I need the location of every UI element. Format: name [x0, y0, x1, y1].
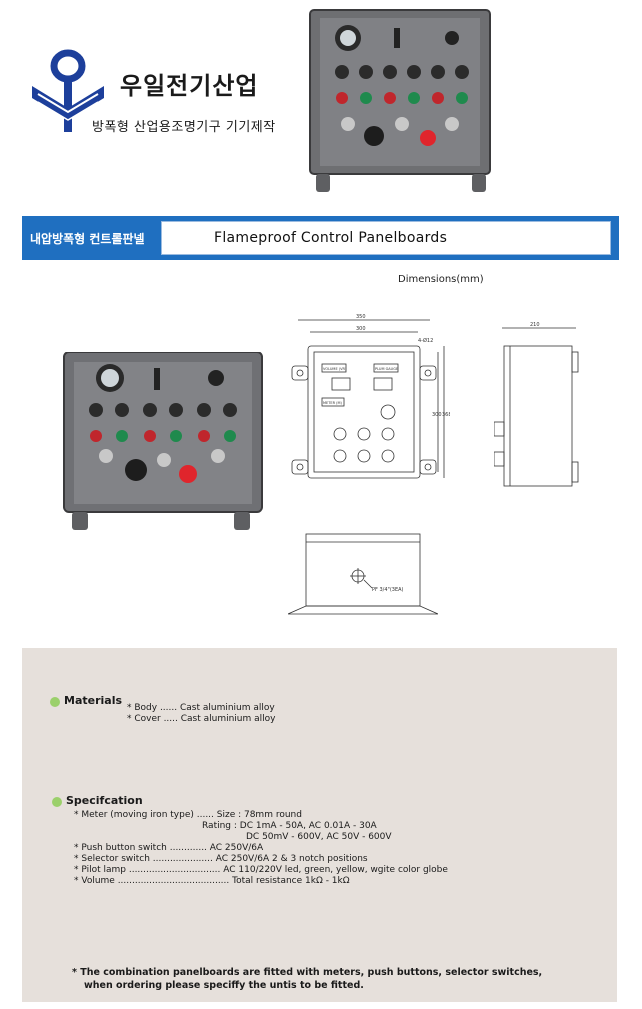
spec-line: Rating : DC 1mA - 50A, AC 0.01A - 30A: [202, 821, 377, 831]
dimensions-label: Dimensions(mm): [398, 274, 484, 285]
materials-bullet-icon: [50, 697, 60, 707]
spec-line: * Meter (moving iron type) ...... Size :…: [74, 810, 302, 820]
dim-height-inner: 300: [432, 412, 442, 418]
spec-line: * Pilot lamp ...........................…: [74, 865, 448, 875]
ordering-note: when ordering please speciffy the untis …: [84, 980, 364, 991]
specification-bullet-icon: [52, 797, 62, 807]
spec-line: * Selector switch ..................... …: [74, 854, 368, 864]
spec-line: DC 50mV - 600V, AC 50V - 600V: [246, 832, 392, 842]
front-dimension-drawing: 350 300 4-Ø12 300 368 VOLUME (VR) PLUM G…: [291, 314, 450, 479]
drawing-label-meter: METER (M): [323, 401, 343, 405]
dim-width-inner: 300: [356, 326, 366, 332]
title-korean: 내압방폭형 컨트롤판넬: [30, 232, 145, 246]
drawing-label-plum: PLUM GAUGE: [375, 367, 398, 371]
ordering-note: * The combination panelboards are fitted…: [72, 967, 543, 978]
materials-line: * Body ...... Cast aluminium alloy: [127, 703, 275, 713]
cable-entry-spec: PF 3/4"(3EA): [372, 587, 404, 593]
company-logo-icon: [32, 49, 104, 132]
side-dimension-drawing: 210: [494, 322, 579, 487]
dim-hole-spec: 4-Ø12: [418, 337, 433, 344]
spec-line: * Push button switch ............. AC 25…: [74, 843, 264, 853]
panelboard-photo-top: [302, 6, 498, 194]
specification-heading: Specifcation: [66, 794, 143, 807]
dim-depth: 210: [530, 322, 540, 328]
dim-width-outer: 350: [356, 314, 366, 320]
spec-panel: [22, 648, 617, 1002]
title-english: Flameproof Control Panelboards: [214, 230, 448, 246]
company-name: 우일전기산업: [120, 72, 259, 100]
dim-height-outer: 368: [442, 412, 450, 418]
drawing-label-volume: VOLUME (VR): [323, 367, 347, 371]
title-english-box: [161, 221, 611, 255]
materials-heading: Materials: [64, 694, 123, 707]
bottom-dimension-drawing: PF 3/4"(3EA): [288, 533, 438, 615]
spec-line: * Volume ...............................…: [74, 876, 350, 886]
materials-line: * Cover ..... Cast aluminium alloy: [127, 714, 276, 724]
panelboard-photo: [63, 352, 263, 530]
company-subtitle: 방폭형 산업용조명기구 기기제작: [92, 120, 276, 135]
